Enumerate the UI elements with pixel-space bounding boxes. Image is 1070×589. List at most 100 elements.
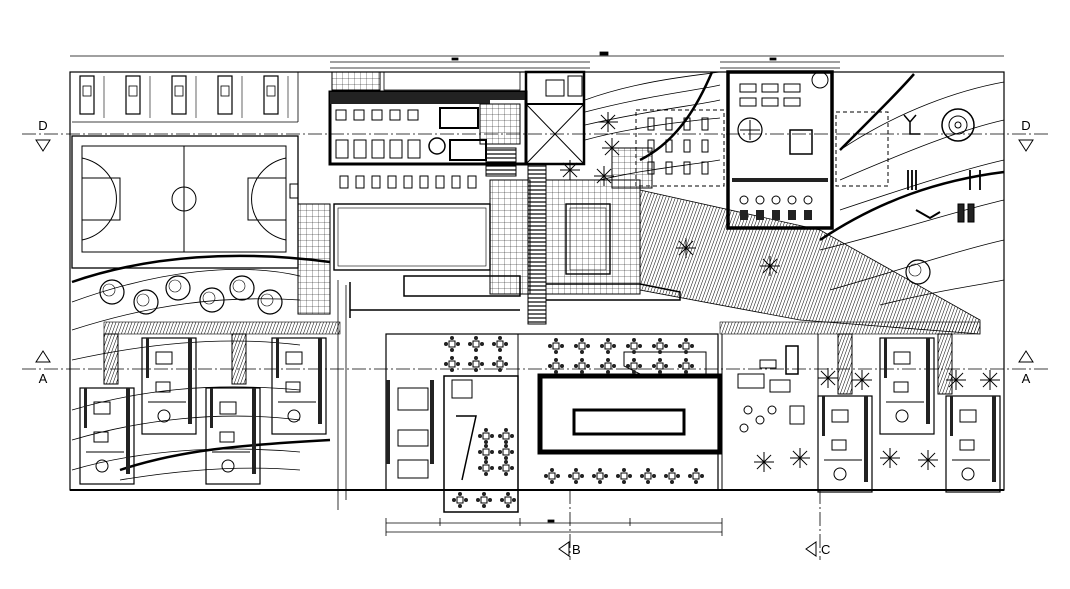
section-label: D xyxy=(38,118,47,133)
car-window xyxy=(128,85,138,97)
table-set xyxy=(600,338,616,354)
palm-frond xyxy=(889,450,898,459)
pool-main xyxy=(333,203,491,271)
treadmill xyxy=(761,83,779,93)
cabin-sofa xyxy=(831,439,847,451)
bench xyxy=(804,210,812,220)
parking-stall xyxy=(263,75,289,118)
paved-plaza xyxy=(297,147,653,315)
chair xyxy=(600,344,604,348)
cabin xyxy=(271,337,327,435)
palm-frond xyxy=(603,175,612,184)
chair xyxy=(464,498,468,502)
yard-bench xyxy=(701,161,709,175)
chair xyxy=(568,474,572,478)
palm-frond xyxy=(861,379,870,388)
palm-frond xyxy=(827,370,836,379)
table-set xyxy=(568,468,584,484)
cabin-sofa xyxy=(285,381,301,393)
chair xyxy=(664,364,668,368)
table-set xyxy=(640,468,656,484)
chair xyxy=(478,450,482,454)
section-label: A xyxy=(39,371,48,386)
bar-stool xyxy=(389,109,401,121)
chair xyxy=(492,342,496,346)
table-set xyxy=(626,338,642,354)
palm-icon xyxy=(790,448,810,468)
table-set xyxy=(452,492,468,508)
cabin-wall xyxy=(950,396,953,436)
cabin xyxy=(79,387,135,485)
parking-stall xyxy=(217,75,243,118)
chair xyxy=(504,444,508,448)
yard-bench xyxy=(665,139,673,153)
chair xyxy=(548,344,552,348)
table-set xyxy=(664,468,680,484)
palm-frond xyxy=(882,457,891,466)
chair xyxy=(444,362,448,366)
palm-frond xyxy=(607,121,616,130)
chair xyxy=(684,338,688,342)
cabin-wall xyxy=(992,396,996,482)
cabin-table xyxy=(221,459,235,473)
palm-icon xyxy=(560,160,580,180)
table-set xyxy=(592,468,608,484)
cabin xyxy=(879,337,935,435)
cabins xyxy=(79,337,1001,493)
palm-frond xyxy=(769,258,778,267)
chair xyxy=(554,358,558,362)
tree-icon xyxy=(257,289,283,315)
chair xyxy=(458,492,462,496)
cabin-wall xyxy=(276,338,279,378)
section-label: C xyxy=(821,542,830,557)
palm-frond xyxy=(611,140,620,149)
table xyxy=(448,340,456,348)
parking-stall xyxy=(171,75,197,118)
chair xyxy=(580,358,584,362)
chair xyxy=(622,468,626,472)
chair xyxy=(560,364,564,368)
chair xyxy=(484,444,488,448)
chair xyxy=(490,466,494,470)
yard-bench xyxy=(647,161,655,175)
chair xyxy=(450,348,454,352)
palm-frond xyxy=(861,372,870,381)
chair xyxy=(498,450,502,454)
tree-canopy xyxy=(133,289,159,315)
palm-frond xyxy=(882,450,891,459)
cabin-wall xyxy=(146,338,149,378)
table-set xyxy=(500,492,516,508)
chair xyxy=(482,492,486,496)
treadmill xyxy=(783,83,801,93)
chair xyxy=(580,338,584,342)
table xyxy=(496,360,504,368)
chair xyxy=(478,434,482,438)
chair xyxy=(550,480,554,484)
chair xyxy=(670,480,674,484)
chair xyxy=(690,344,694,348)
cabin-outline xyxy=(879,337,935,435)
palm-frond xyxy=(820,377,829,386)
palm-frond xyxy=(611,147,620,156)
weight-machine xyxy=(787,195,797,205)
palm-frond xyxy=(600,114,609,123)
palm-frond xyxy=(756,454,765,463)
tree-inner xyxy=(908,263,922,277)
palms xyxy=(560,112,1000,472)
section-label: B xyxy=(572,542,581,557)
cabin-wall xyxy=(252,388,256,474)
palm-frond xyxy=(854,372,863,381)
table xyxy=(448,360,456,368)
chair xyxy=(500,498,504,502)
basketball-court xyxy=(71,135,299,269)
tree-inner xyxy=(168,279,182,293)
palm-frond xyxy=(920,459,929,468)
reception-area xyxy=(737,345,805,433)
chair xyxy=(574,480,578,484)
table xyxy=(472,340,480,348)
table-set xyxy=(476,492,492,508)
chair xyxy=(640,474,644,478)
cabin-outline xyxy=(79,387,135,485)
table-set xyxy=(548,338,564,354)
chair xyxy=(506,504,510,508)
